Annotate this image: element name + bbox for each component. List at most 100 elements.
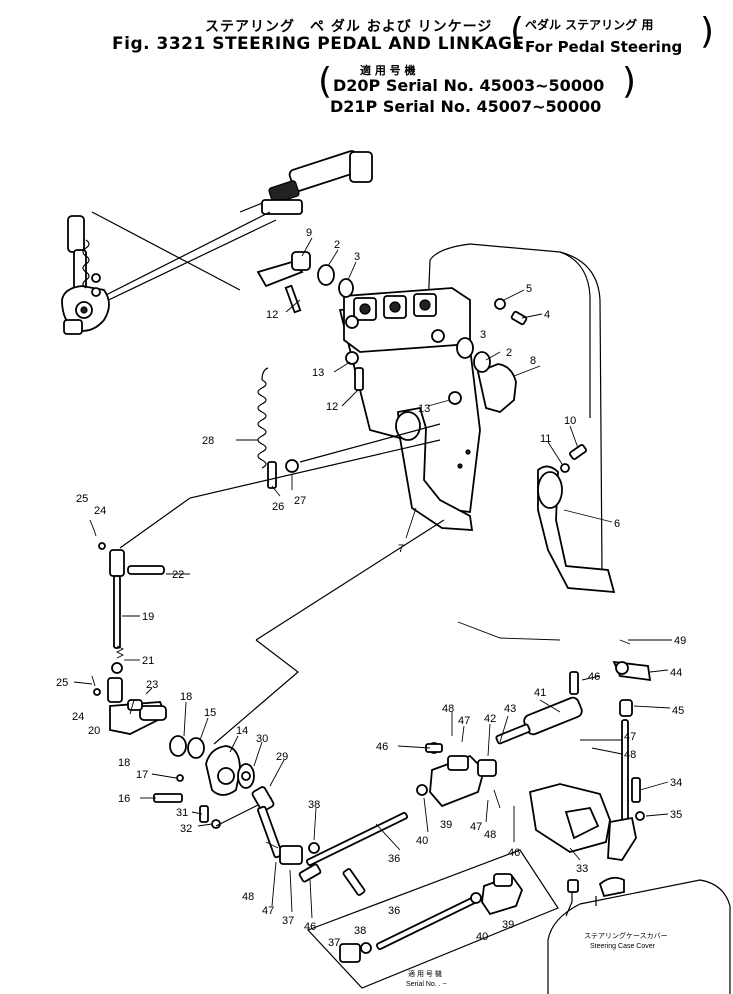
callout-24: 24 xyxy=(94,505,106,517)
callout-27: 27 xyxy=(294,495,306,507)
callout-6: 6 xyxy=(614,518,620,530)
callout-37b: 37 xyxy=(328,937,340,949)
callout-37: 37 xyxy=(282,915,294,927)
title-japanese: ステアリング ペ ダル および リンケージ xyxy=(205,19,493,35)
callout-labels: 9 2 3 5 4 12 3 2 8 13 12 13 28 10 11 6 2… xyxy=(56,227,686,949)
rod-19-assembly xyxy=(89,519,165,703)
left-pedal-lever xyxy=(395,406,474,531)
callout-49: 49 xyxy=(674,635,686,647)
callout-47: 47 xyxy=(458,715,470,727)
callout-41: 41 xyxy=(534,687,546,699)
callout-48b: 48 xyxy=(624,749,636,761)
callout-17: 17 xyxy=(136,769,148,781)
callout-3: 3 xyxy=(354,251,360,263)
callout-38b: 38 xyxy=(354,925,366,937)
pedal-arm-8 xyxy=(476,363,517,413)
left-linkage-bracket xyxy=(61,215,110,335)
pedal-housing xyxy=(338,243,603,573)
upper-cylinder-assembly xyxy=(91,150,373,307)
figure-title: Fig. 3321 STEERING PEDAL AND LINKAGE xyxy=(112,34,525,54)
callout-43: 43 xyxy=(504,703,516,715)
cross-lever-39 xyxy=(425,742,497,808)
callout-48: 48 xyxy=(442,703,454,715)
callout-48d: 48 xyxy=(242,891,254,903)
callout-25: 25 xyxy=(76,493,88,505)
callout-32: 32 xyxy=(180,823,192,835)
note-close-paren: ) xyxy=(700,11,715,52)
callout-34: 34 xyxy=(670,777,682,789)
callout-12: 12 xyxy=(266,309,278,321)
callout-35: 35 xyxy=(670,809,682,821)
callout-10: 10 xyxy=(564,415,576,427)
callout-39: 39 xyxy=(440,819,452,831)
callout-13: 13 xyxy=(312,367,324,379)
note-open-paren: ( xyxy=(510,11,525,52)
callout-15: 15 xyxy=(204,707,216,719)
callout-38: 38 xyxy=(308,799,320,811)
callout-33: 33 xyxy=(576,863,588,875)
bolt-26 xyxy=(267,461,277,489)
callout-40: 40 xyxy=(416,835,428,847)
callout-11: 11 xyxy=(540,433,551,445)
callout-40b: 40 xyxy=(476,931,488,943)
callout-28: 28 xyxy=(202,435,214,447)
cylinder-41 xyxy=(495,671,583,745)
callout-46b: 46 xyxy=(588,671,600,683)
callout-42: 42 xyxy=(484,713,496,725)
cover-label-english: Steering Case Cover xyxy=(590,943,656,950)
bracket-33-and-arm-44 xyxy=(528,639,652,861)
callout-36b: 36 xyxy=(388,905,400,917)
serial-open-paren: ( xyxy=(318,61,333,102)
callout-29: 29 xyxy=(276,751,288,763)
serial-close-paren: ) xyxy=(622,61,637,102)
callout-3b: 3 xyxy=(480,329,486,341)
callout-46: 46 xyxy=(376,741,388,753)
callout-44: 44 xyxy=(670,667,682,679)
nut-27 xyxy=(285,459,299,473)
applicability-japanese: 適 用 号 機 xyxy=(360,64,416,77)
note-for-pedal-steering: For Pedal Steering xyxy=(525,38,683,56)
callout-30: 30 xyxy=(256,733,268,745)
serial-range-d20p: D20P Serial No. 45003~50000 xyxy=(333,76,605,95)
inset-detail-box: 適 用 号 機 Serial No. . ~ xyxy=(306,849,559,989)
callout-13b: 13 xyxy=(418,403,430,415)
spring-28 xyxy=(257,367,269,469)
right-pedal-lever xyxy=(537,465,616,594)
callout-45: 45 xyxy=(672,705,684,717)
callout-12b: 12 xyxy=(326,401,338,413)
bellcrank-assembly xyxy=(109,699,255,829)
callout-18b: 18 xyxy=(118,757,130,769)
callout-21: 21 xyxy=(142,655,154,667)
callout-25b: 25 xyxy=(56,677,68,689)
callout-2: 2 xyxy=(334,239,340,251)
callout-39b: 39 xyxy=(502,919,514,931)
callout-48c: 48 xyxy=(484,829,496,841)
callout-7: 7 xyxy=(398,543,404,555)
inset-applicability: 適 用 号 機 xyxy=(408,969,442,978)
inset-serial-label: Serial No. . ~ xyxy=(406,981,447,988)
lower-linkage-rod xyxy=(251,784,428,896)
callout-46c: 46 xyxy=(304,921,316,933)
callout-20: 20 xyxy=(88,725,100,737)
serial-range-d21p: D21P Serial No. 45007~50000 xyxy=(330,97,602,116)
callout-18: 18 xyxy=(180,691,192,703)
callout-46d: 46 xyxy=(508,847,520,859)
callout-16: 16 xyxy=(118,793,130,805)
callout-14: 14 xyxy=(236,725,248,737)
leader-lines xyxy=(73,237,672,919)
callout-47d: 47 xyxy=(262,905,274,917)
callout-5: 5 xyxy=(526,283,532,295)
callout-23: 23 xyxy=(146,679,158,691)
callout-47c: 47 xyxy=(470,821,482,833)
callout-8: 8 xyxy=(530,355,536,367)
callout-24b: 24 xyxy=(72,711,84,723)
callout-26: 26 xyxy=(272,501,284,513)
cover-label-japanese: ステアリングケースカバー xyxy=(584,931,668,940)
pivot-hardware xyxy=(256,251,587,473)
callout-9: 9 xyxy=(306,227,312,239)
callout-31: 31 xyxy=(176,807,188,819)
note-japanese: ペダル ステアリング 用 xyxy=(525,18,654,32)
callout-2b: 2 xyxy=(506,347,512,359)
